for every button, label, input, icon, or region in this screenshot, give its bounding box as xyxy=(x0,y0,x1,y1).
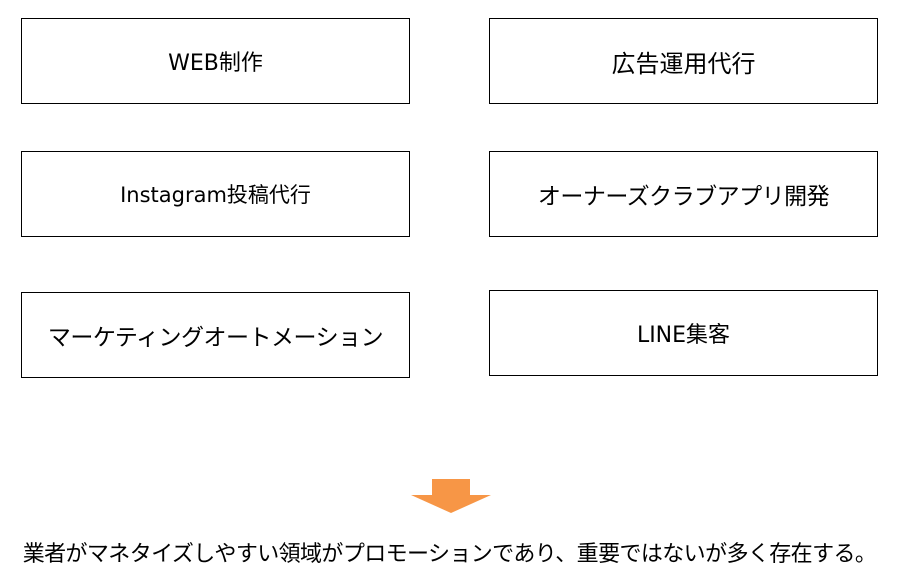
box-owners-club-app: オーナーズクラブアプリ開発 xyxy=(489,151,878,237)
box-ad-operation-label: 広告運用代行 xyxy=(611,49,756,78)
box-marketing-automation-label: マーケティングオートメーション xyxy=(47,325,384,351)
arrow-down-icon xyxy=(411,479,491,513)
box-web-production-label: WEB制作 xyxy=(168,51,263,76)
box-owners-club-app-label: オーナーズクラブアプリ開発 xyxy=(537,184,830,210)
arrow-down-shape xyxy=(411,479,491,513)
summary-caption: 業者がマネタイズしやすい領域がプロモーションであり、重要ではないが多く存在する。 xyxy=(22,542,877,567)
box-web-production: WEB制作 xyxy=(21,18,410,104)
box-marketing-automation: マーケティングオートメーション xyxy=(21,292,410,378)
box-line-marketing: LINE集客 xyxy=(489,290,878,376)
box-line-marketing-label: LINE集客 xyxy=(636,323,731,348)
box-instagram-posting: Instagram投稿代行 xyxy=(21,151,410,237)
box-instagram-posting-label: Instagram投稿代行 xyxy=(120,183,311,207)
box-ad-operation: 広告運用代行 xyxy=(489,18,878,104)
